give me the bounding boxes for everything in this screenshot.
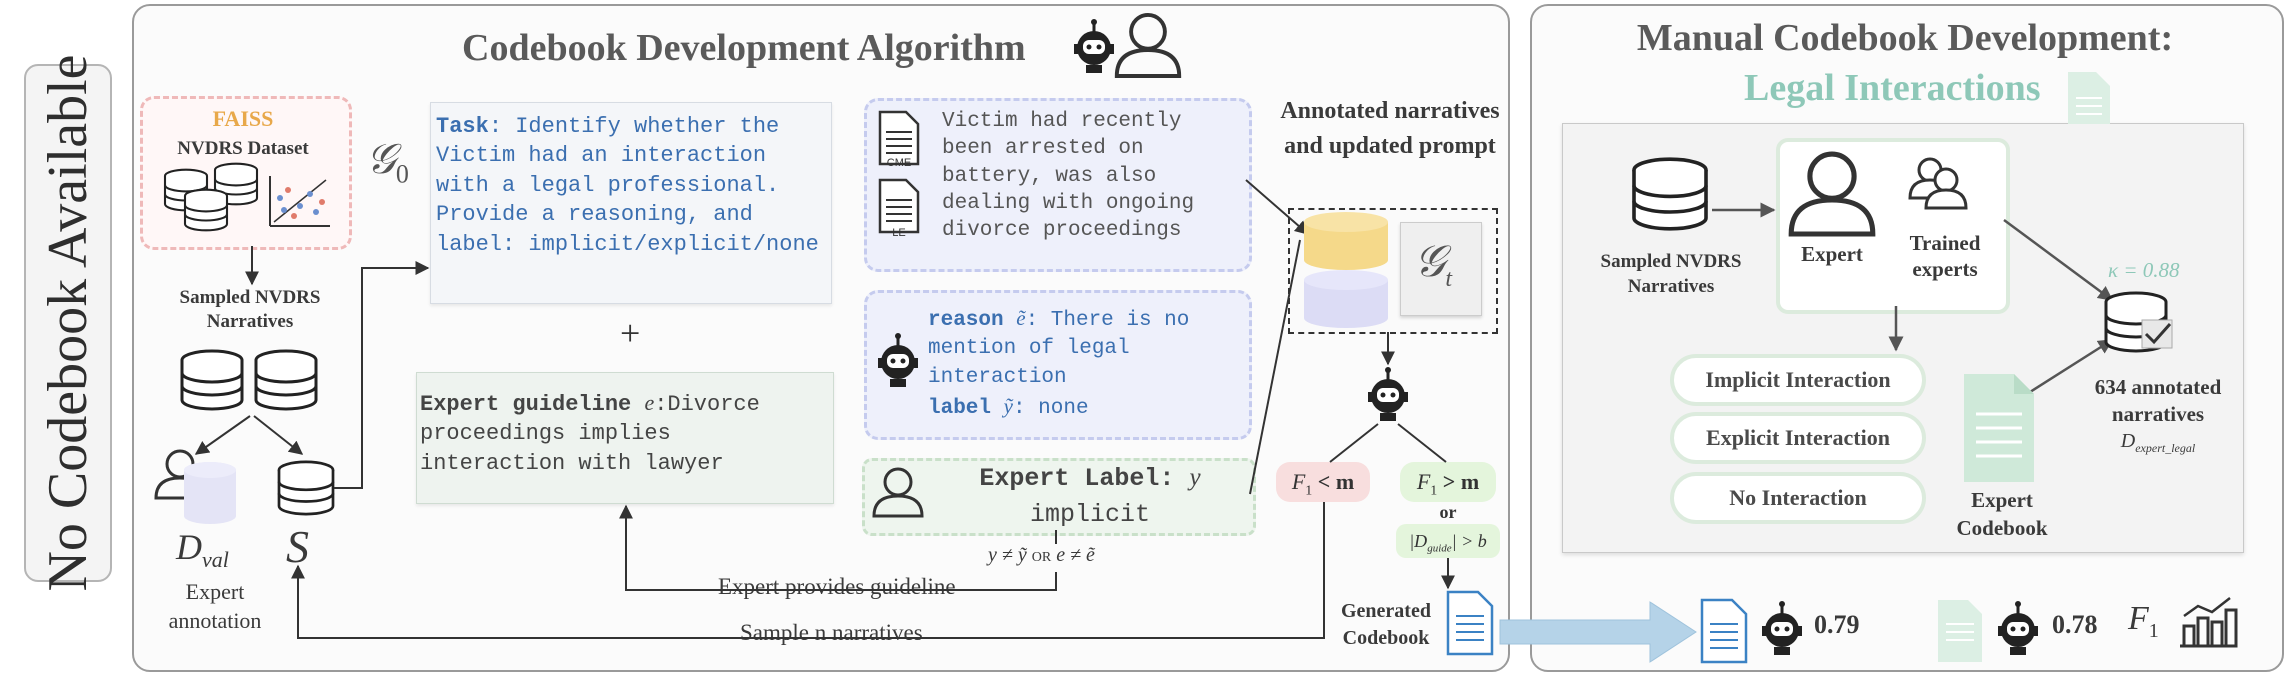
s-symbol: S — [286, 521, 309, 572]
implicit-interaction-pill: Implicit Interaction — [1670, 354, 1926, 406]
nvdrs-dataset-label: NVDRS Dataset — [177, 138, 309, 159]
plus-sign: + — [620, 313, 641, 353]
task-text: Task: Identify whether the Victim had an… — [436, 114, 819, 257]
algorithm-title: Codebook Development Algorithm — [462, 27, 1026, 69]
narrative-text: Victim had recently been arrested on bat… — [942, 110, 1195, 243]
gt-symbol: 𝒢t — [1414, 237, 1452, 292]
generated-codebook-label: Generated Codebook — [1341, 600, 1431, 649]
f1-label: F1 — [2128, 600, 2159, 642]
narrative-box — [864, 98, 1252, 272]
manual-expert-label: Expert — [1801, 242, 1863, 266]
manual-subtitle: Legal Interactions — [1744, 67, 2041, 109]
guideline-box — [416, 372, 834, 504]
trained-experts-label: Trained experts — [1909, 231, 1981, 282]
f1-more-pill: F1 > m — [1400, 462, 1496, 502]
expert-codebook-label: Expert Codebook — [1956, 488, 2048, 541]
expert-label-value: implicit — [1029, 500, 1151, 529]
score-generated: 0.79 — [1814, 610, 1860, 639]
sample-n-narratives-label: Sample n narratives — [736, 620, 927, 646]
no-codebook-label: No Codebook Available — [24, 54, 112, 592]
annotated-title: Annotated narratives and updated prompt — [1280, 98, 1500, 159]
no-interaction-pill: No Interaction — [1670, 472, 1926, 524]
f1-less-pill: F1 < m — [1276, 462, 1370, 502]
condition-label: y ≠ ỹ OR e ≠ ẽ — [988, 544, 1095, 566]
kappa-label: κ = 0.88 — [2108, 258, 2180, 282]
reasoning-box — [864, 290, 1252, 440]
manual-sampled-label: Sampled NVDRS Narratives — [1600, 251, 1742, 297]
d-expert-legal-label: Dexpert_legal — [2120, 430, 2196, 455]
annotated-count-label: 634 annotated narratives — [2094, 375, 2222, 427]
gt-box — [1400, 222, 1482, 316]
expert-provides-guideline-label: Expert provides guideline — [714, 574, 960, 600]
faiss-label: FAISS — [212, 106, 274, 131]
g0-symbol: 𝒢0 — [366, 137, 409, 189]
guideline-text: Expert guideline e:Divorce proceedings i… — [420, 390, 760, 476]
dval-right-label: Dval — [1318, 280, 1366, 322]
expert-label-title: Expert Label: y — [979, 464, 1201, 493]
task-box — [430, 102, 832, 304]
dguide-b-pill: |Dguide| > b — [1396, 524, 1500, 558]
or-label: or — [1439, 502, 1457, 522]
score-expert: 0.78 — [2052, 610, 2098, 639]
expert-box — [1776, 138, 2010, 314]
explicit-interaction-pill: Explicit Interaction — [1670, 412, 1926, 464]
sampled-narratives-label: Sampled NVDRS Narratives — [179, 287, 321, 332]
side-label-text: No Codebook Available — [37, 54, 99, 592]
expert-annotation-label: Expert annotation — [168, 579, 262, 633]
manual-title: Manual Codebook Development: — [1636, 17, 2174, 59]
dval-label: Dval — [176, 527, 229, 573]
dguide-label: Dguide — [1308, 226, 1376, 268]
reasoning-text: reason ẽ: There is no mention of legal i… — [928, 306, 1190, 421]
